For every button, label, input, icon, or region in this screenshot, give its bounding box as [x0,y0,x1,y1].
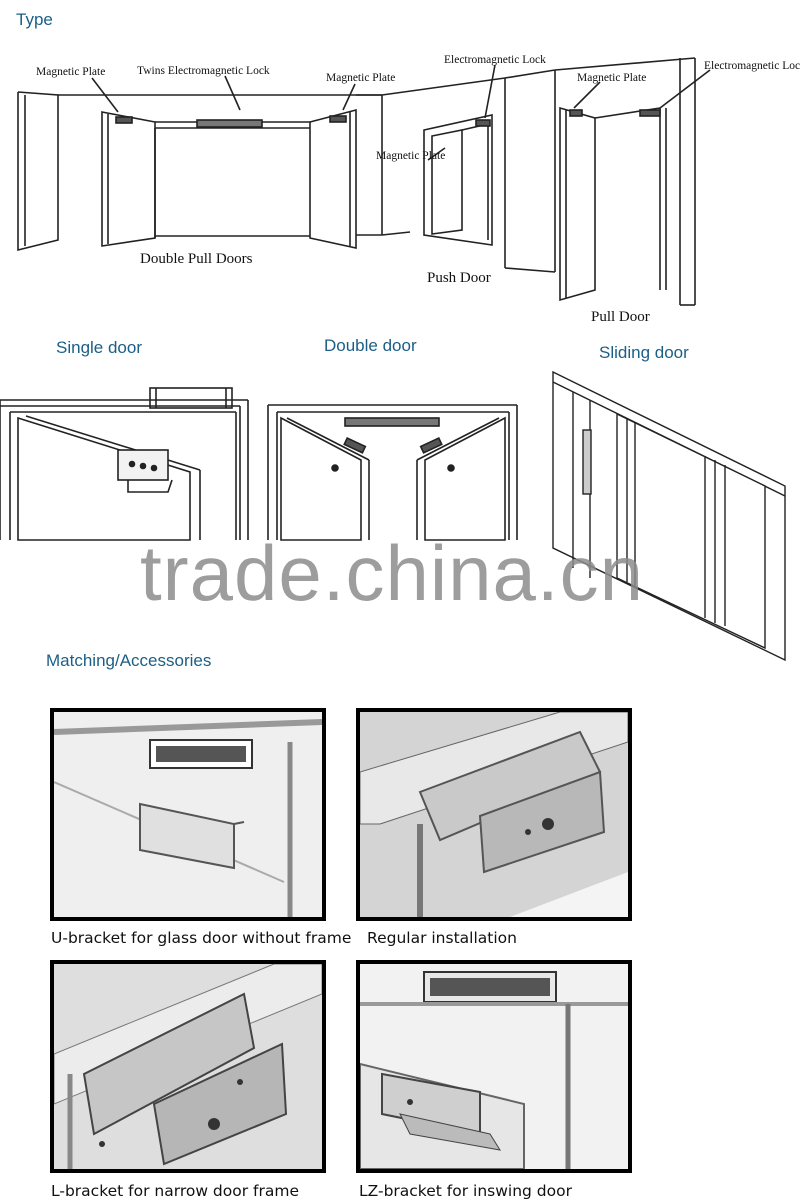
caption-l-bracket: L-bracket for narrow door frame [51,1182,299,1200]
caption-push-door: Push Door [427,270,491,286]
section-title-accessories: Matching/Accessories [46,651,212,670]
label-electromagnetic-lock-2: Electromagnetic Lock [704,60,800,72]
section-title-single-door: Single door [56,338,143,357]
label-magnetic-plate-2: Magnetic Plate [326,72,396,84]
section-title-type: Type [16,10,53,29]
accessory-image-u-bracket [50,708,326,921]
accessory-image-lz-bracket [356,960,632,1173]
watermark: trade.china.cn [140,529,644,617]
label-magnetic-plate-3: Magnetic Plate [376,150,446,162]
caption-pull-door: Pull Door [591,309,650,325]
caption-lz-bracket: LZ-bracket for inswing door [359,1182,572,1200]
label-magnetic-plate-4: Magnetic Plate [577,72,647,84]
door-types-drawing [17,57,711,306]
single-door-drawing [0,387,249,541]
label-twins-lock: Twins Electromagnetic Lock [137,65,270,77]
label-electromagnetic-lock-1: Electromagnetic Lock [444,54,546,66]
section-title-sliding-door: Sliding door [599,343,689,362]
sliding-door-drawing [552,370,786,662]
caption-u-bracket: U-bracket for glass door without frame [51,929,352,947]
accessory-image-l-bracket [50,960,326,1173]
double-door-drawing [267,404,518,541]
caption-regular-installation: Regular installation [367,929,517,947]
label-magnetic-plate-1: Magnetic Plate [36,66,106,78]
caption-double-pull-doors: Double Pull Doors [140,251,253,267]
accessory-image-regular [356,708,632,921]
section-title-double-door: Double door [324,336,417,355]
